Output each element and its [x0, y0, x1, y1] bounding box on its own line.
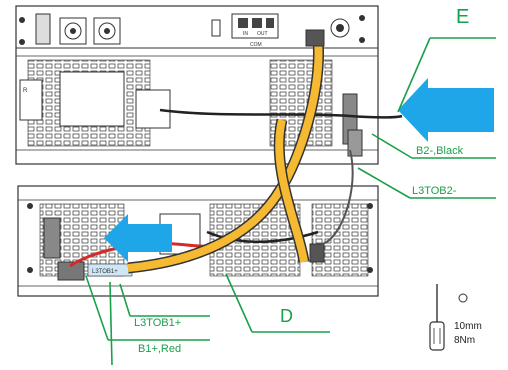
callout-l3tob2: L3TOB2-	[412, 185, 457, 197]
leader-d	[225, 273, 253, 333]
screwdriver-icon	[429, 284, 445, 351]
lower-vent-right	[311, 203, 369, 277]
leader-b1	[85, 275, 109, 341]
port-com-label: COM	[250, 42, 262, 48]
tool-size-label: 10mm	[454, 321, 482, 332]
leader-bottom	[109, 281, 113, 366]
leader-l3tob1	[119, 283, 131, 317]
arrow-e-blue	[398, 78, 494, 142]
black-cable-b2	[159, 108, 403, 119]
callout-d: D	[280, 306, 293, 326]
port-in-label: IN	[243, 31, 248, 37]
port-out-label: OUT	[257, 31, 268, 37]
lower-cable-tag-text: L3TOB1+	[92, 269, 118, 275]
upper-terminal-left	[59, 17, 87, 45]
upper-grounding-knob	[330, 18, 350, 38]
callout-e: E	[456, 6, 470, 28]
arrow-b1-blue	[104, 214, 172, 262]
yellow-cable-connector	[305, 29, 325, 47]
svg-text:R: R	[23, 88, 28, 94]
upper-comm-ports: IN OUT COM	[231, 13, 279, 48]
yellow-cable-b	[275, 119, 308, 263]
callout-l3tob1: L3TOB1+	[134, 317, 182, 329]
leader-lines	[85, 37, 496, 366]
leader-b2	[371, 133, 413, 159]
bolt-head-icon	[458, 293, 468, 303]
upper-relay	[135, 89, 171, 129]
black-cable-lower	[206, 230, 319, 243]
lower-battery-module: L3TOB1+	[17, 185, 379, 297]
upper-terminal-right	[93, 17, 121, 45]
cables	[69, 29, 403, 274]
leader-l3tob2	[357, 167, 411, 199]
grey-cable-l3tob2	[321, 149, 354, 245]
lower-b1-terminal	[43, 217, 61, 259]
callout-b1-red: B1+,Red	[138, 343, 182, 355]
leader-e	[397, 37, 431, 113]
upper-breaker	[35, 13, 51, 45]
tool-torque-label: 8Nm	[454, 335, 476, 346]
callout-b2-black: B2-,Black	[416, 145, 464, 157]
